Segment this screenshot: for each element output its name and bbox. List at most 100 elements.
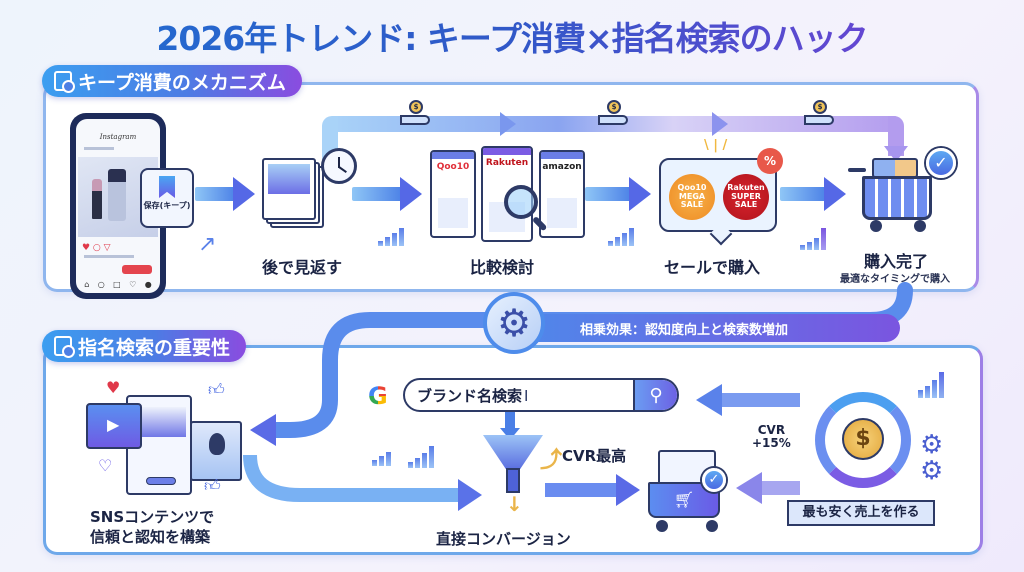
text-cursor-icon: I <box>524 386 529 405</box>
bar-chart-icon <box>378 228 404 246</box>
flow-arrow-1 <box>195 177 255 211</box>
sale-bubble: Qoo10 MEGA SALE Rakuten SUPER SALE <box>659 158 777 232</box>
sns-content-cluster <box>86 383 242 498</box>
brand-search-query: ブランド名検索 <box>417 386 523 405</box>
site-brand-qoo10: Qoo10 <box>436 162 470 172</box>
step-label-buy-on-sale: セールで購入 <box>664 258 761 277</box>
step-sublabel-optimal-timing: 最適なタイミングで購入 <box>840 274 950 285</box>
bottle-icon <box>108 169 126 221</box>
qoo10-mega-sale-badge: Qoo10 MEGA SALE <box>669 174 715 220</box>
hand-icon <box>598 115 628 125</box>
bar-chart-icon <box>547 198 577 228</box>
checkmark-icon: ✓ <box>702 468 726 492</box>
site-card-qoo10: Qoo10 <box>430 150 476 238</box>
direct-conversion-label: 直接コンバージョン <box>436 530 571 548</box>
clock-icon <box>321 148 357 184</box>
profile-card-icon <box>190 421 242 481</box>
search-document-icon <box>54 336 75 358</box>
ecommerce-cart-icon: 🛒︎ <box>640 450 730 536</box>
section-heading-search-label: 指名検索の重要性 <box>78 336 231 359</box>
upper-flow-arrowhead-1 <box>500 112 516 136</box>
step-label-review-later: 後で見返す <box>262 258 343 277</box>
flow-arrow-4 <box>780 177 846 211</box>
flow-arrow-3 <box>585 177 651 211</box>
trend-up-icon: ↗ <box>198 232 217 257</box>
ribbon-banner: 最も安く売上を作る <box>787 500 935 526</box>
checkmark-icon: ✓ <box>926 148 956 178</box>
section-heading-keep: キープ消費のメカニズム <box>42 65 302 97</box>
dollar-coin-icon: $ <box>842 418 884 460</box>
bar-chart-icon <box>608 228 634 246</box>
hand-icon <box>804 115 834 125</box>
heart-icon: ♥ <box>106 378 121 397</box>
coin-hand-icon-3: $ <box>804 100 834 130</box>
step-label-compare: 比較検討 <box>470 258 535 277</box>
magnifier-icon <box>504 185 538 219</box>
gears-icon: ⚙⚙ <box>920 430 944 486</box>
heart-icon: ♥ ○ ▽ <box>82 243 111 253</box>
cycle-return-arrowhead-upper <box>696 384 722 416</box>
synergy-curve-path <box>262 282 913 438</box>
coin-hand-icon-1: $ <box>400 100 430 130</box>
gold-up-arrow-icon: ⤴ <box>540 448 563 473</box>
cvr-lift-label: CVR +15% <box>752 423 791 451</box>
save-keep-label: 保存(キープ) <box>143 201 191 210</box>
cvr-lift-line2: +15% <box>752 436 791 451</box>
funnel-icon <box>483 435 543 493</box>
site-brand-rakuten: Rakuten <box>485 158 529 168</box>
instagram-app-name: Instagram <box>99 133 137 141</box>
post-header-bar <box>84 147 114 150</box>
google-logo-icon: G <box>368 382 388 410</box>
cart-basket-icon: 🛒︎ <box>648 482 720 518</box>
thumbs-up-icon: 👍︎ <box>204 476 221 495</box>
lipstick-icon <box>92 179 102 219</box>
shopping-bags-icon <box>872 158 918 178</box>
coin-hand-icon-2: $ <box>598 100 628 130</box>
synergy-band: 相乗効果：認知度向上と検索数増加 <box>520 314 900 342</box>
phone-nav-bar: ⌂○□♡● <box>84 280 152 289</box>
cvr-best-label: CVR最高 <box>562 447 627 465</box>
site-brand-amazon: amazon <box>542 162 582 172</box>
cycle-return-arrowhead-lower <box>736 472 762 504</box>
bar-chart-up-icon <box>918 372 944 398</box>
coin-icon: $ <box>813 100 827 114</box>
sns-label-line1: SNSコンテンツで <box>90 508 215 526</box>
document-stack-icon <box>262 158 324 228</box>
heart-bubble-icon: ♡ <box>98 456 113 475</box>
caption-bar <box>84 255 134 258</box>
coin-icon: $ <box>409 100 423 114</box>
flow-arrow-2 <box>352 177 422 211</box>
line-chart-icon <box>438 198 468 228</box>
site-card-amazon: amazon <box>539 150 585 238</box>
notification-badge <box>122 265 152 274</box>
funnel-to-cart-arrowhead <box>616 474 640 506</box>
ribbon-label: 最も安く売上を作る <box>802 505 920 520</box>
sparkle-icon: \ | / <box>704 138 728 153</box>
search-icon: ⚲ <box>649 384 663 406</box>
search-button[interactable]: ⚲ <box>633 380 677 410</box>
bar-chart-up-icon <box>800 228 826 250</box>
bar-chart-icon <box>372 452 391 466</box>
percent-tag-icon: % <box>757 148 783 174</box>
checklist-icon <box>54 71 75 93</box>
lower-return-arrowhead <box>458 479 482 511</box>
lower-return-curve <box>243 454 460 502</box>
thumbs-up-icon: 👍︎ <box>208 380 225 399</box>
gear-icon: ⚙ <box>483 292 545 354</box>
upper-flow-arrowhead-2 <box>712 112 728 136</box>
gold-down-arrow-icon: ↓ <box>506 492 523 516</box>
hand-icon <box>400 115 430 125</box>
video-player-icon <box>86 403 142 449</box>
shopping-cart-icon <box>848 166 942 232</box>
step-label-purchase-complete: 購入完了 <box>864 252 929 271</box>
search-to-funnel-arrow <box>505 412 515 430</box>
sns-label-line2: 信頼と認知を構築 <box>90 528 211 546</box>
coin-icon: $ <box>607 100 621 114</box>
synergy-curve-arrowhead <box>250 414 276 446</box>
section-heading-keep-label: キープ消費のメカニズム <box>78 71 286 94</box>
revenue-cycle-arrows-icon <box>815 392 911 488</box>
page-title: 2026年トレンド: キープ消費×指名検索のハック <box>0 12 1024 60</box>
